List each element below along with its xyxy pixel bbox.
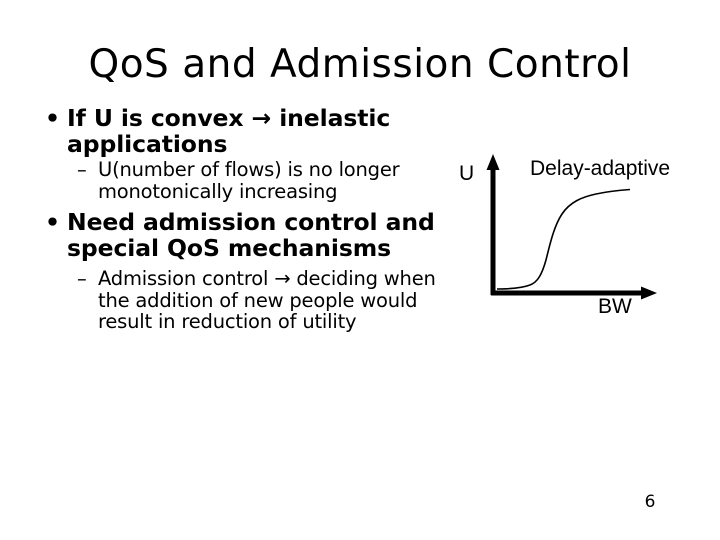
y-axis [486,154,500,295]
dash-marker-icon: – [77,267,87,290]
bullet-text: Need admission control and special QoS m… [67,208,435,262]
page-title: QoS and Admission Control [88,42,632,87]
bullet-item-level1: • If U is convex → inelastic application… [36,104,436,158]
bullet-text: Admission control → deciding when the ad… [98,267,436,333]
x-axis [491,286,657,300]
bullet-item-level2: – U(number of flows) is no longer monoto… [36,159,436,202]
x-axis-label: BW [598,295,632,318]
bullet-text: U(number of flows) is no longer monotoni… [98,158,400,203]
dash-marker-icon: – [77,158,87,181]
bullet-list: • If U is convex → inelastic application… [36,104,436,333]
delay-adaptive-curve [496,188,631,290]
chart-svg [486,154,657,300]
bullet-item-level2: – Admission control → deciding when the … [36,268,436,333]
utility-vs-bandwidth-chart: U BW Delay-adaptive [450,150,710,330]
bullet-marker-icon: • [45,208,60,236]
bullet-item-level1: • Need admission control and special QoS… [36,208,436,262]
bullet-text: If U is convex → inelastic applications [67,104,391,158]
curve-label: Delay-adaptive [530,157,671,180]
bullet-marker-icon: • [45,104,60,132]
page-number: 6 [644,492,656,512]
y-axis-label: U [459,162,475,185]
